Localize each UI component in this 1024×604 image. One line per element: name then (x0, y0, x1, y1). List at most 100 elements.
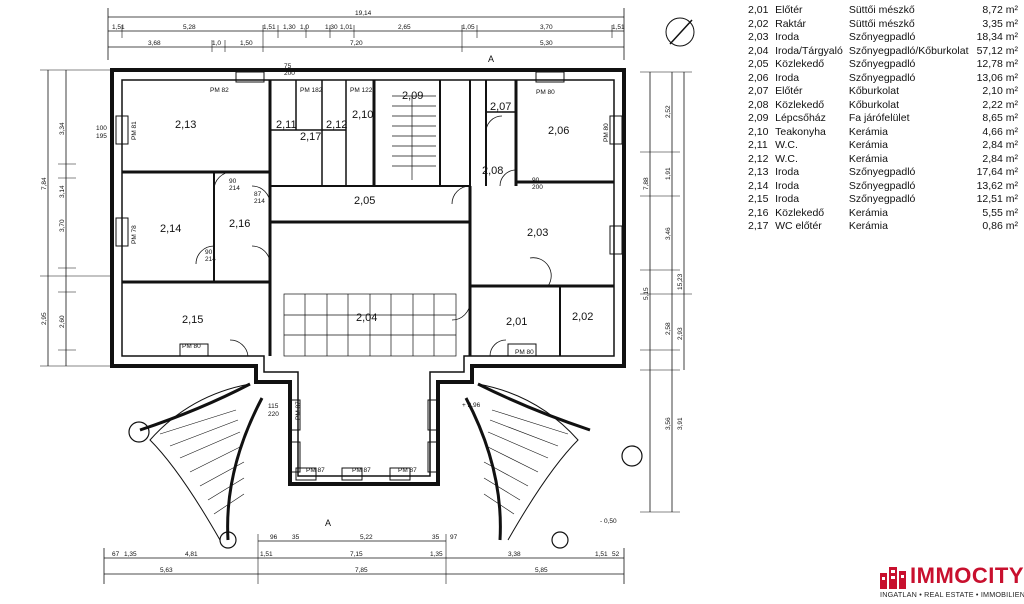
dim-bottom: 5,22 (360, 534, 373, 541)
room-floor: Szőnyegpadló/Kőburkolat (848, 44, 969, 57)
door-size: 214 (205, 256, 216, 263)
room-code: 2,10 (748, 125, 769, 138)
room-label: 2,12 (326, 119, 347, 131)
brand-tagline: INGATLAN • REAL ESTATE • IMMOBILIEN (880, 590, 1024, 599)
dim-top: 1,51 (263, 24, 276, 31)
room-area: 13,62 m² (976, 179, 1018, 192)
door-size: 75 (284, 63, 292, 70)
door-size: 115 (268, 403, 279, 410)
room-area: 0,86 m² (982, 220, 1018, 232)
room-area: 2,84 m² (982, 152, 1018, 165)
window-tag: PM 82 (210, 87, 229, 94)
dim-left: 2,60 (59, 315, 66, 328)
room-name: Előtér (775, 85, 803, 97)
room-label: 2,04 (356, 312, 377, 324)
dim-right: 2,58 (665, 322, 672, 335)
room-floor: Kerámia (848, 125, 888, 138)
dim-right: 3,46 (665, 227, 672, 240)
room-name: Közlekedő (775, 206, 825, 219)
dim-top: 2,65 (398, 24, 411, 31)
room-name: W.C. (775, 139, 798, 151)
level-mark: + 2,96 (462, 402, 481, 409)
room-area: 17,64 m² (976, 166, 1018, 178)
door-size: 200 (532, 184, 543, 191)
door-size: 90 (532, 177, 540, 184)
room-label: 2,06 (548, 125, 569, 137)
dim-bottom: 5,85 (535, 567, 548, 574)
door-size: 200 (284, 70, 295, 77)
dim-bottom: 1,51 (260, 551, 273, 558)
dim-left: 2,95 (41, 312, 48, 325)
room-area: 8,65 m² (982, 112, 1018, 124)
room-area: 5,55 m² (982, 206, 1018, 219)
room-label: 2,02 (572, 311, 593, 323)
room-floor: Kőburkolat (848, 85, 900, 97)
door-size: 195 (96, 133, 107, 140)
section-mark: A (325, 518, 331, 528)
room-label: 2,09 (402, 90, 423, 102)
room-label: 2,01 (506, 316, 527, 328)
dim-bottom: 1,35 (124, 551, 137, 558)
room-label: 2,08 (482, 165, 503, 177)
dim-top: 1,01 (340, 24, 353, 31)
room-name: Teakonyha (775, 125, 826, 138)
dim-bottom: 35 (432, 534, 440, 541)
door-size: 90 (205, 249, 213, 256)
window-tag: PM 122 (350, 87, 373, 94)
brand-name: IMMOCITY (910, 563, 1024, 588)
room-floor: Kerámia (848, 139, 888, 151)
room-name: Iroda (775, 166, 800, 178)
room-label: 2,16 (229, 218, 250, 230)
dim-bottom: 5,63 (160, 567, 173, 574)
dim-left: 3,70 (59, 219, 66, 232)
window-tag: PM 182 (300, 87, 323, 94)
window-tag: PM 78 (131, 225, 138, 244)
window-tag: PM 80 (515, 349, 534, 356)
room-area: 13,06 m² (976, 71, 1018, 84)
room-area: 18,34 m² (976, 31, 1018, 43)
room-label: 2,14 (160, 223, 181, 235)
room-label: 2,15 (182, 314, 203, 326)
dim-top: 1,05 (462, 24, 475, 31)
door-size: 100 (96, 125, 107, 132)
level-mark: - 0,50 (600, 518, 617, 525)
window-tag: PM 81 (131, 121, 138, 140)
dim-left: 7,84 (41, 177, 48, 190)
window-tag: PM 87 (306, 467, 325, 474)
immocity-logo: IMMOCITY INGATLAN • REAL ESTATE • IMMOBI… (880, 563, 1024, 600)
door-size: 214 (229, 185, 240, 192)
dim-right: 7,88 (643, 177, 650, 190)
room-name: WC előtér (775, 220, 822, 232)
room-name: Raktár (775, 17, 807, 30)
room-label: 2,13 (175, 119, 196, 131)
dim-bottom: 4,81 (185, 551, 198, 558)
room-floor: Szőnyegpadló (848, 71, 916, 84)
room-name: Előtér (775, 4, 803, 16)
window-tag: PM 87 (398, 467, 417, 474)
dim-top-total: 19,14 (355, 10, 372, 17)
room-area: 2,22 m² (982, 98, 1018, 111)
room-code: 2,17 (748, 220, 769, 232)
room-floor: Kőburkolat (848, 98, 900, 111)
window-tag: PM 87 (352, 467, 371, 474)
room-name: Lépcsőház (775, 112, 826, 124)
room-code: 2,02 (748, 17, 769, 30)
room-code: 2,08 (748, 98, 769, 111)
room-floor: Szőnyegpadló (848, 166, 916, 178)
dim-top: 1,50 (240, 40, 253, 47)
room-code: 2,04 (748, 44, 769, 57)
door-size: 87 (254, 191, 262, 198)
room-code: 2,03 (748, 31, 769, 43)
room-label: 2,10 (352, 109, 373, 121)
